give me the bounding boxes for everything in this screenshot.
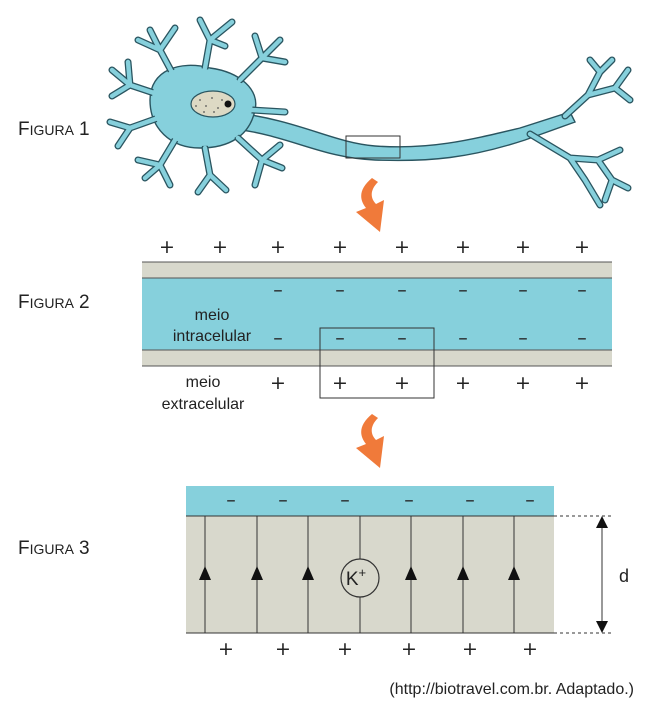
fig3-intracellular-band (186, 486, 554, 516)
minus-sign: – (458, 279, 468, 301)
minus-sign: – (397, 279, 407, 301)
minus-sign: – (397, 327, 407, 349)
plus-sign: + (332, 372, 348, 394)
distance-arrow-top (596, 516, 608, 528)
plus-sign: + (455, 372, 471, 394)
membrane-zoom-box (319, 327, 435, 399)
minus-sign: – (458, 327, 468, 349)
membrane-top (142, 262, 612, 278)
minus-sign: – (278, 489, 288, 511)
nucleolus (224, 100, 232, 108)
plus-sign: + (270, 236, 286, 258)
distance-arrow-bottom (596, 621, 608, 633)
field-arrow (508, 566, 520, 580)
fig2-lower-minus-signs: – – – – – – (273, 327, 587, 349)
minus-sign: – (525, 489, 535, 511)
field-arrow (199, 566, 211, 580)
minus-sign: – (577, 327, 587, 349)
minus-sign: – (335, 279, 345, 301)
distance-marker (554, 515, 612, 634)
extracellular-label-line-1: meio (186, 374, 221, 391)
axon-terminals-fill (527, 57, 633, 208)
intracellular-band (142, 278, 612, 350)
plus-sign: + (574, 372, 590, 394)
plus-sign: + (270, 372, 286, 394)
minus-sign: – (226, 489, 236, 511)
nucleus-dots (195, 97, 223, 113)
plus-sign: + (515, 236, 531, 258)
fig3-minus-signs: – – – – – – (226, 489, 535, 511)
intracellular-label-line-1: meio (195, 307, 230, 324)
plus-sign: + (212, 236, 228, 258)
plus-sign: + (337, 638, 353, 660)
axon (227, 111, 576, 162)
figure-2-membrane (142, 261, 612, 399)
field-arrow (457, 566, 469, 580)
plus-sign: + (401, 638, 417, 660)
minus-sign: – (340, 489, 350, 511)
axon-zoom-box (345, 135, 401, 159)
fig2-bottom-plus-signs: + + + + + + (270, 372, 590, 394)
minus-sign: – (273, 279, 283, 301)
fig2-top-plus-signs: + + + + + + + + (159, 236, 590, 258)
plus-sign: + (522, 638, 538, 660)
plus-sign: + (159, 236, 175, 258)
plus-sign: + (218, 638, 234, 660)
plus-sign: + (275, 638, 291, 660)
intracellular-label-line-2: intracelular (173, 328, 252, 345)
membrane-bottom (142, 350, 612, 366)
distance-label: d (619, 566, 629, 586)
plus-sign: + (462, 638, 478, 660)
minus-sign: – (465, 489, 475, 511)
down-arrow-1 (356, 178, 384, 232)
down-arrow-2 (356, 414, 384, 468)
plus-sign: + (455, 236, 471, 258)
potassium-ion-label: K+ (346, 565, 366, 590)
field-arrow (405, 566, 417, 580)
dendrites-fill (107, 17, 288, 195)
minus-sign: – (404, 489, 414, 511)
fig3-plus-signs: + + + + + + (218, 638, 538, 660)
potassium-ion-circle (340, 558, 380, 598)
field-arrow (251, 566, 263, 580)
minus-sign: – (577, 279, 587, 301)
minus-sign: – (335, 327, 345, 349)
minus-sign: – (518, 327, 528, 349)
field-arrow (302, 566, 314, 580)
plus-sign: + (332, 236, 348, 258)
plus-sign: + (394, 372, 410, 394)
figure-1-neuron (106, 16, 634, 209)
plus-sign: + (574, 236, 590, 258)
source-citation: (http://biotravel.com.br. Adaptado.) (389, 681, 634, 698)
fig2-upper-minus-signs: – – – – – – (273, 279, 587, 301)
field-arrowheads (199, 566, 520, 580)
extracellular-label-line-2: extracelular (162, 396, 245, 413)
plus-sign: + (394, 236, 410, 258)
minus-sign: – (273, 327, 283, 349)
nucleus (190, 90, 236, 118)
minus-sign: – (518, 279, 528, 301)
figure-3-zoom: K+ d (186, 486, 629, 634)
plus-sign: + (515, 372, 531, 394)
